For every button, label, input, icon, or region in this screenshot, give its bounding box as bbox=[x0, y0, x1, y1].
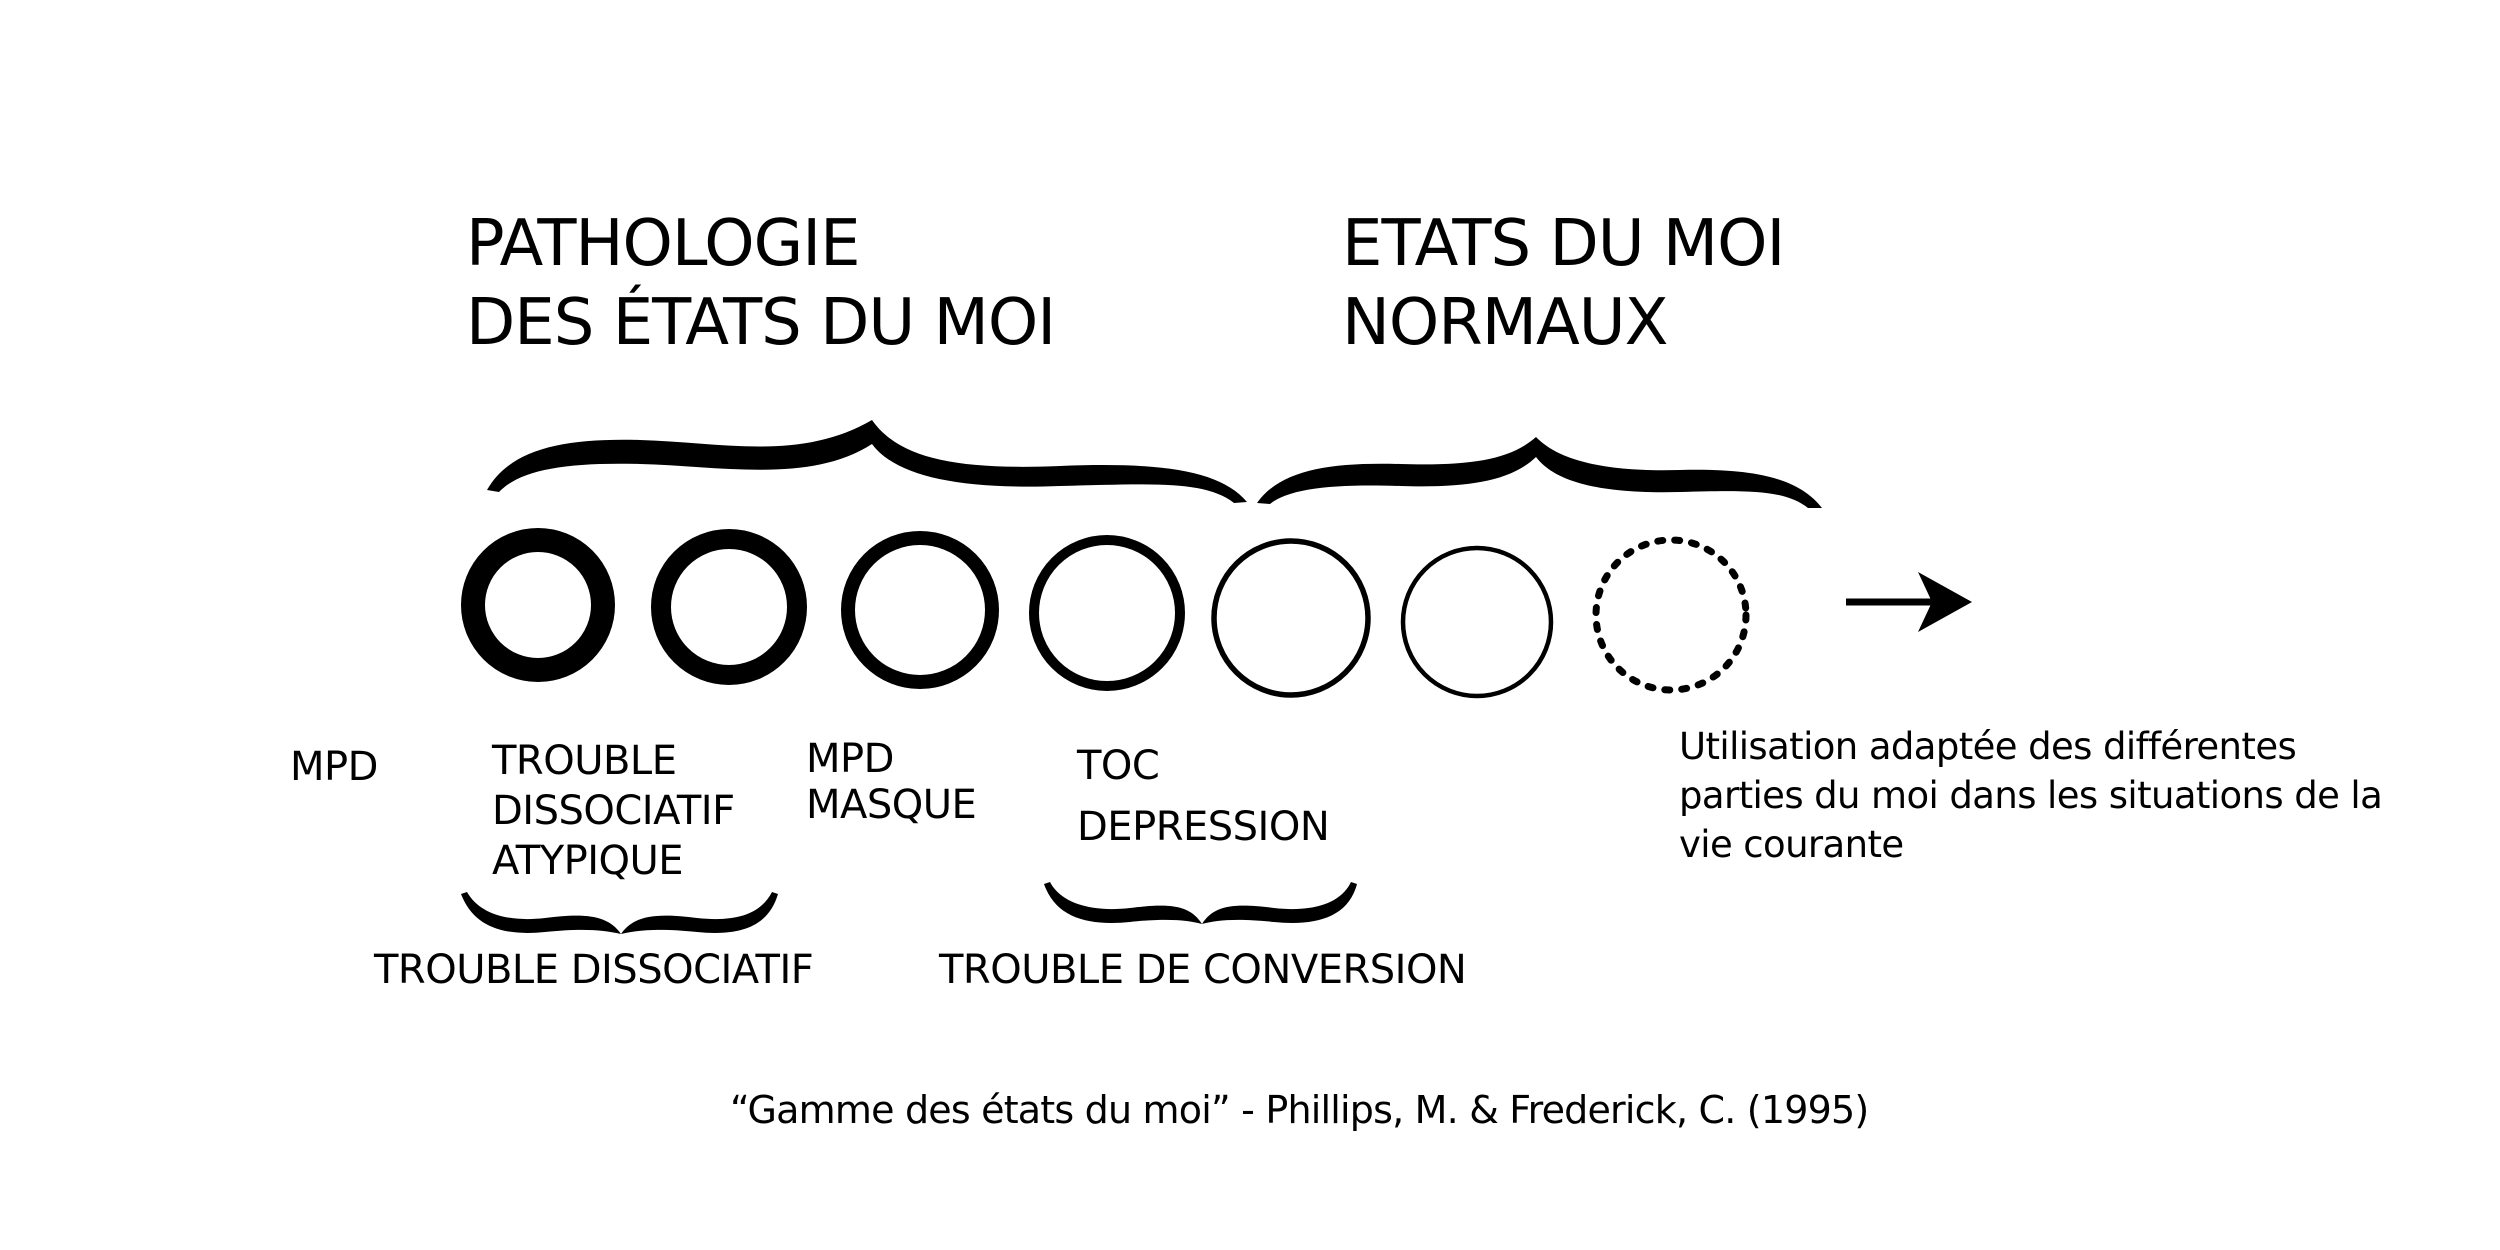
label-line: TROUBLE bbox=[492, 738, 677, 784]
label-line: ATYPIQUE bbox=[492, 838, 684, 884]
normal-states-description: Utilisation adaptée des différentes part… bbox=[1679, 722, 2383, 869]
group-label-trouble-conversion: TROUBLE DE CONVERSION bbox=[939, 947, 1467, 993]
description-line: vie courante bbox=[1679, 823, 1904, 866]
circle-6 bbox=[1400, 545, 1554, 699]
heading-normal: ETATS DU MOI NORMAUX bbox=[1342, 205, 1785, 363]
label-mpd-masque: MPD MASQUE bbox=[806, 736, 977, 828]
ego-state-circles bbox=[461, 528, 1750, 699]
right-arrow-icon bbox=[1846, 572, 1972, 632]
circle-7-dotted bbox=[1592, 536, 1750, 694]
circle-3 bbox=[841, 531, 999, 689]
circle-5 bbox=[1211, 538, 1371, 698]
circle-4 bbox=[1029, 535, 1185, 691]
brace-trouble-conversion bbox=[1044, 882, 1357, 924]
description-line: parties du moi dans les situations de la bbox=[1679, 774, 2383, 817]
brace-trouble-dissociatif bbox=[461, 892, 778, 934]
label-toc-depression: TOC DEPRESSION bbox=[1077, 736, 1330, 858]
heading-pathology: PATHOLOGIE DES ÉTATS DU MOI bbox=[466, 205, 1056, 363]
label-mpd: MPD bbox=[290, 744, 378, 790]
brace-pathology bbox=[487, 420, 1247, 503]
label-trouble-dissociatif-atypique: TROUBLE DISSOCIATIF ATYPIQUE bbox=[492, 736, 735, 886]
label-line: DEPRESSION bbox=[1077, 804, 1330, 850]
heading-pathology-line-1: PATHOLOGIE bbox=[466, 207, 861, 281]
label-line: MASQUE bbox=[806, 782, 977, 828]
label-line: MPD bbox=[806, 736, 894, 782]
circle-1-thickest bbox=[461, 528, 615, 682]
brace-normal bbox=[1257, 437, 1822, 508]
source-caption: “Gamme des états du moi” - Phillips, M. … bbox=[730, 1088, 1869, 1132]
description-line: Utilisation adaptée des différentes bbox=[1679, 725, 2297, 768]
circle-2 bbox=[651, 529, 807, 685]
heading-pathology-line-2: DES ÉTATS DU MOI bbox=[466, 286, 1056, 360]
heading-normal-line-1: ETATS DU MOI bbox=[1342, 207, 1785, 281]
label-line: TOC bbox=[1077, 743, 1160, 789]
group-label-trouble-dissociatif: TROUBLE DISSOCIATIF bbox=[374, 947, 814, 993]
label-line: DISSOCIATIF bbox=[492, 788, 735, 834]
heading-normal-line-2: NORMAUX bbox=[1342, 286, 1668, 360]
